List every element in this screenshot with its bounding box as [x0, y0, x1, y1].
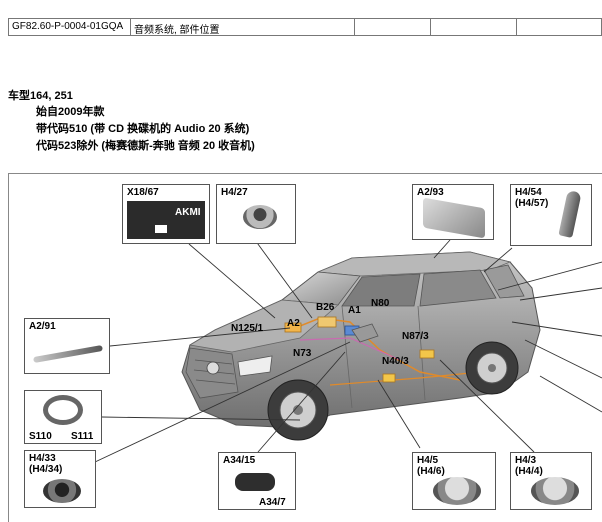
- car-label-n73: N73: [293, 348, 312, 359]
- header-cell-empty-2: [431, 19, 517, 35]
- leader-lines: [94, 239, 602, 463]
- label-h4-4: (H4/4): [515, 466, 543, 477]
- code-510-line: 带代码510 (带 CD 换碟机的 Audio 20 系统): [36, 123, 250, 135]
- tweeter-speaker-icon: [243, 205, 277, 229]
- callout-h4-5: H4/5 (H4/6): [412, 452, 496, 510]
- car-label-n80: N80: [371, 298, 390, 309]
- antenna-rod-icon: [33, 344, 103, 364]
- car-label-a2: A2: [287, 318, 300, 329]
- callout-h4-27: H4/27: [216, 184, 296, 244]
- label-h4-3: H4/3: [515, 455, 537, 466]
- label-h4-57: (H4/57): [515, 198, 549, 209]
- label-a34-7: A34/7: [259, 497, 286, 508]
- callout-a2-93: A2/93: [412, 184, 494, 240]
- car-body: [181, 251, 541, 441]
- akmi-connector-image: AKMI: [127, 201, 205, 239]
- woofer-speaker-icon: [531, 477, 579, 505]
- label-h4-27: H4/27: [221, 187, 248, 198]
- doc-id: GF82.60-P-0004-01GQA: [9, 19, 131, 35]
- car-label-n40-3: N40/3: [382, 356, 409, 367]
- pillar-speaker-icon: [558, 190, 582, 238]
- label-h4-5: H4/5: [417, 455, 439, 466]
- model-line: 车型164, 251: [8, 90, 73, 102]
- label-h4-6: (H4/6): [417, 466, 445, 477]
- car-label-n125-1: N125/1: [231, 323, 264, 334]
- car-label-a1: A1: [348, 305, 361, 316]
- label-a2-93: A2/93: [417, 187, 444, 198]
- door-speaker-icon: [43, 479, 81, 503]
- car-label-n87-3: N87/3: [402, 331, 429, 342]
- callout-a34-15: A34/15 A34/7: [218, 452, 296, 510]
- antenna-module-icon: [423, 197, 485, 239]
- akmi-port-icon: [155, 225, 167, 233]
- callout-h4-54: H4/54 (H4/57): [510, 184, 592, 246]
- label-s111: S111: [71, 431, 94, 442]
- steering-wheel-icon: [43, 395, 83, 425]
- label-h4-33: H4/33: [29, 453, 56, 464]
- callout-a2-91: A2/91: [24, 318, 110, 374]
- label-s110: S110: [29, 431, 52, 442]
- label-a34-15: A34/15: [223, 455, 256, 466]
- callout-x18-67: X18/67 AKMI: [122, 184, 210, 244]
- doc-title: 音频系统, 部件位置: [131, 19, 355, 35]
- car-label-b26: B26: [316, 302, 335, 313]
- cd-changer-module-icon: [235, 473, 275, 491]
- label-x18-67: X18/67: [127, 187, 159, 198]
- callout-h4-33: H4/33 (H4/34): [24, 450, 96, 508]
- diagram-frame: [8, 173, 602, 522]
- label-h4-34: (H4/34): [29, 464, 63, 475]
- callout-s110-s111: S110 S111: [24, 390, 102, 444]
- label-akmi: AKMI: [175, 207, 201, 218]
- code-523-line: 代码523除外 (梅赛德斯-奔驰 音频 20 收音机): [36, 140, 255, 152]
- callout-h4-3: H4/3 (H4/4): [510, 452, 592, 510]
- model-year-line: 始自2009年款: [36, 106, 105, 118]
- midrange-speaker-icon: [433, 477, 481, 505]
- header-cell-empty-1: [355, 19, 431, 35]
- label-a2-91: A2/91: [29, 321, 56, 332]
- label-h4-54: H4/54: [515, 187, 542, 198]
